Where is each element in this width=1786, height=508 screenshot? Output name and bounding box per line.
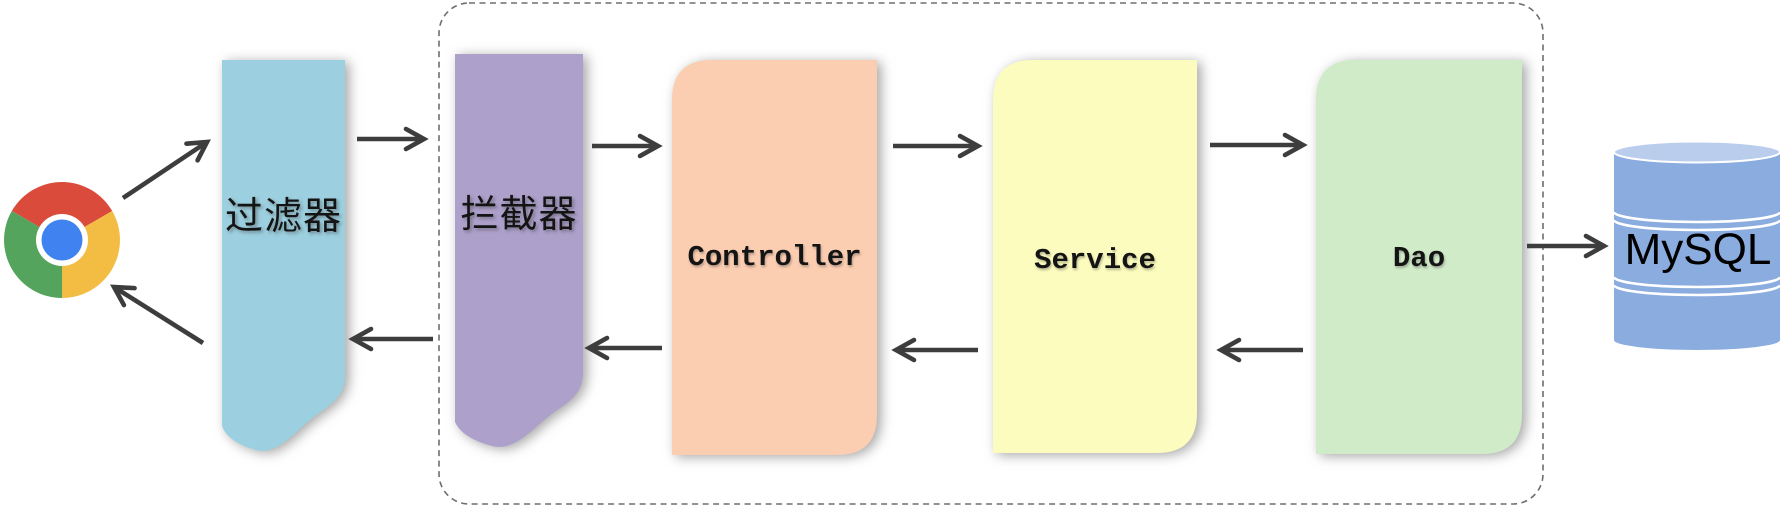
- controller-node-shape: [672, 60, 877, 455]
- mysql-cylinder-lid: [1613, 140, 1781, 164]
- mysql-disk-separator: [1612, 219, 1782, 232]
- mysql-cylinder-body: [1614, 152, 1780, 350]
- interceptor-node-shape: [455, 54, 583, 447]
- mysql-database-icon: [1612, 140, 1782, 350]
- service-node-shape: [993, 60, 1197, 453]
- flow-arrows: [109, 126, 1609, 363]
- arrow-filter-to-browser-return: [109, 284, 205, 345]
- chrome-blue-core: [41, 219, 83, 261]
- dao-node-shape: [1316, 60, 1522, 454]
- mysql-disk-separator: [1612, 211, 1782, 224]
- mysql-disk-separator: [1612, 276, 1782, 289]
- mysql-disk-separator: [1612, 284, 1782, 297]
- pipeline-boundary: [438, 2, 1544, 505]
- chrome-red-sector: [11, 182, 113, 240]
- filter-node-shape: [222, 60, 345, 451]
- arrow-browser-to-filter: [121, 139, 211, 200]
- chrome-icon: [4, 182, 120, 298]
